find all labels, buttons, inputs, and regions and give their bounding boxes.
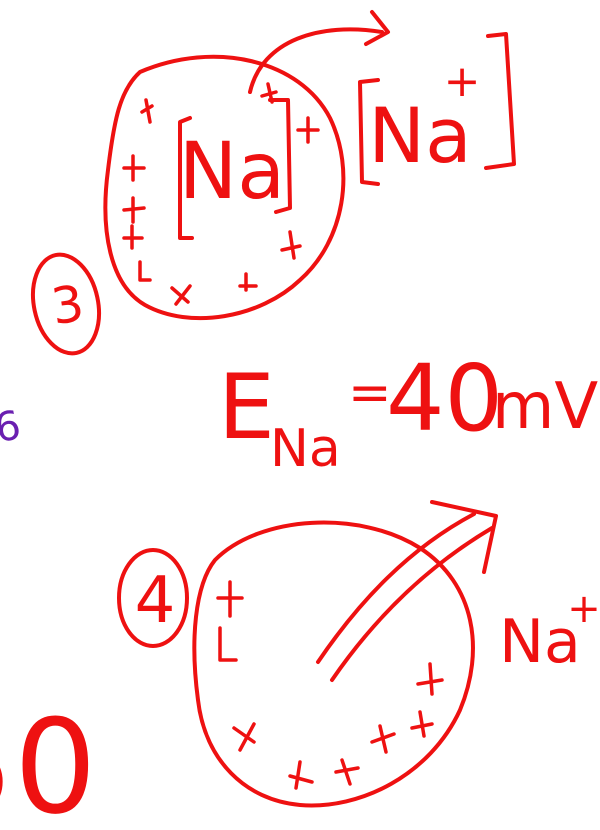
red-fragment-mark: 50 xyxy=(0,691,97,830)
step3-membrane-circle xyxy=(103,54,346,321)
equation-value: 40 xyxy=(386,345,503,452)
step3-outside-ion-label: Na xyxy=(368,91,471,180)
step4-marker-circle xyxy=(117,548,189,648)
plus-charge xyxy=(122,196,146,224)
equation-subscript: Na xyxy=(270,419,341,479)
step3-group: 3 Na xyxy=(31,10,516,356)
step4-outside-charge-label: + xyxy=(567,586,600,632)
step3-marker-label: 3 xyxy=(48,274,88,336)
step3-left-bracket-outside xyxy=(358,78,380,186)
plus-charge xyxy=(232,722,256,752)
plus-charge xyxy=(296,116,320,144)
step4-membrane-circle xyxy=(192,520,475,808)
step3-efflux-arrow xyxy=(248,27,384,94)
plus-charge xyxy=(334,758,360,786)
step3-inside-ion-label: Na xyxy=(179,127,285,217)
step3-left-bracket-inside xyxy=(178,116,194,240)
plus-charge xyxy=(218,626,238,662)
plus-charge xyxy=(122,154,146,182)
equation-unit: mV xyxy=(492,370,598,444)
step4-plus-charges xyxy=(216,580,444,790)
step4-group: 4 Na + xyxy=(117,500,600,808)
nernst-equation-group: E Na = 40 mV xyxy=(218,345,598,479)
step4-efflux-arrowhead xyxy=(430,500,498,574)
plus-charge xyxy=(122,224,144,250)
plus-charge xyxy=(370,724,396,754)
plus-charge xyxy=(170,284,192,306)
step4-efflux-arrow-line1 xyxy=(316,512,476,664)
plus-charge xyxy=(138,260,152,282)
plus-charge xyxy=(238,272,258,292)
step4-outside-ion-label: Na xyxy=(499,607,581,677)
plus-charge xyxy=(410,710,434,738)
equation-equals: = xyxy=(348,363,392,423)
plus-charge xyxy=(280,230,302,260)
step3-right-bracket-outside xyxy=(484,32,516,170)
equation-symbol: E xyxy=(218,355,275,460)
step3-plus-charges xyxy=(122,82,320,306)
plus-charge xyxy=(416,662,444,696)
plus-charge xyxy=(288,760,314,790)
step3-outside-charge-label: + xyxy=(444,56,481,107)
left-edge-fragments: 6 50 xyxy=(0,402,97,830)
step3-efflux-arrowhead xyxy=(364,10,390,46)
step4-efflux-arrow-line2 xyxy=(330,526,494,682)
plus-charge xyxy=(216,580,244,618)
step4-marker-label: 4 xyxy=(135,564,176,638)
purple-fragment-mark: 6 xyxy=(0,402,24,452)
step3-marker-circle xyxy=(31,252,101,356)
plus-charge xyxy=(140,98,154,124)
step3-right-bracket-inside xyxy=(268,98,292,214)
